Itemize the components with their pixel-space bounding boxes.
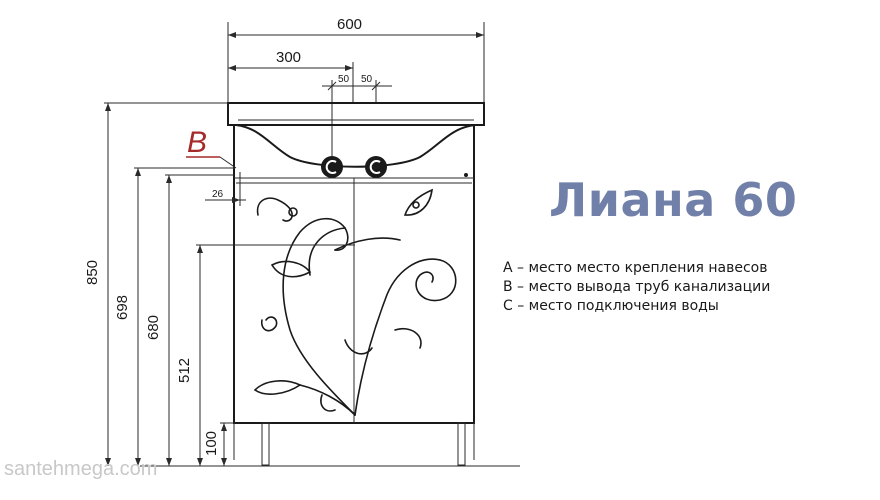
dimension-26-label: 26: [212, 189, 224, 200]
legend-item-a: А – место место крепления навесов: [503, 260, 768, 276]
cabinet-body: [233, 124, 475, 424]
dimension-26: 26: [205, 172, 246, 206]
dimension-50-50: 50 50: [322, 74, 392, 170]
dimension-680: 680: [145, 174, 234, 466]
dimension-600-label: 600: [337, 16, 362, 33]
watermark: santehmega.com: [4, 458, 158, 480]
dimension-50-left-label: 50: [338, 74, 350, 85]
legend-item-c: С – место подключения воды: [503, 298, 719, 314]
dimension-680-label: 680: [145, 315, 162, 340]
marker-b: B: [186, 126, 237, 169]
dimension-850-label: 850: [84, 260, 101, 285]
dimension-600: 600: [227, 16, 485, 103]
dimension-698-label: 698: [114, 295, 131, 320]
dimension-850: 850: [84, 102, 228, 466]
dimension-698: 698: [114, 167, 234, 466]
dimension-100-label: 100: [203, 431, 220, 456]
water-connection-left-icon: [321, 156, 343, 178]
dimension-300-label: 300: [276, 49, 301, 66]
cabinet-legs: [140, 422, 520, 467]
dimension-512-label: 512: [176, 358, 193, 383]
product-title: Лиана 60: [549, 173, 798, 227]
sink-basin: [227, 102, 485, 168]
legend: А – место место крепления навесов В – ме…: [503, 259, 770, 316]
floral-ornament: [253, 188, 457, 416]
legend-item-b: В – место вывода труб канализации: [503, 279, 771, 295]
marker-b-label: B: [187, 126, 207, 159]
water-connection-right-icon: [365, 156, 387, 178]
dimension-50-right-label: 50: [361, 74, 373, 85]
dimension-300: 300: [228, 49, 354, 103]
dimension-100: 100: [203, 422, 234, 466]
dimension-512: 512: [176, 244, 355, 466]
